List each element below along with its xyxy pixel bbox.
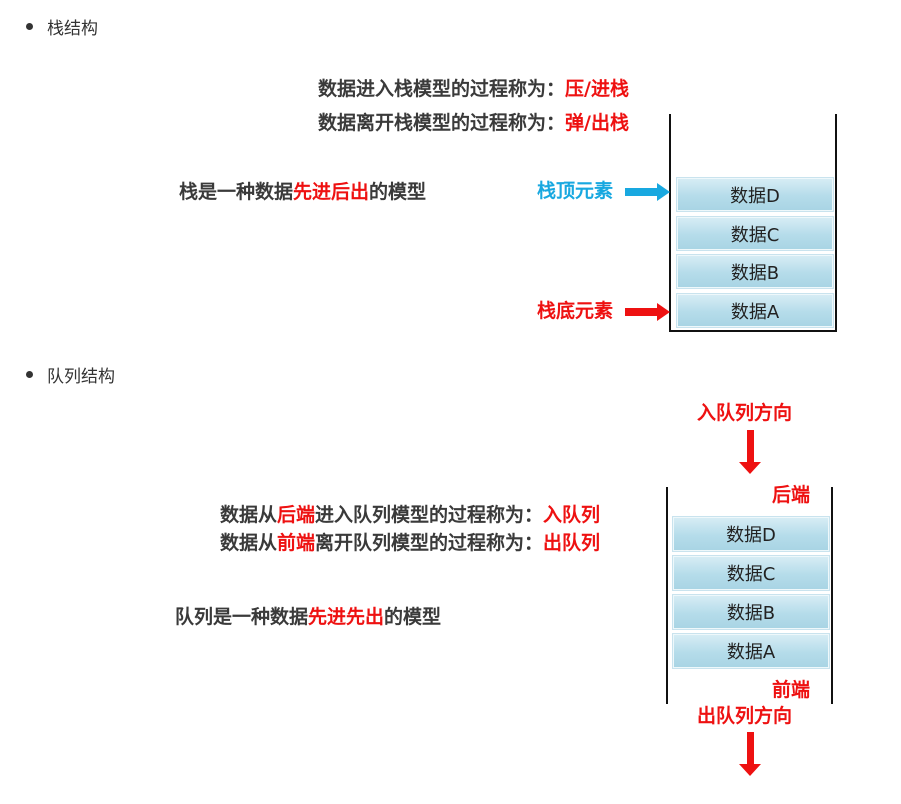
queue-heading: 队列结构 — [47, 367, 115, 387]
queue-rear-label: 后端 — [772, 484, 811, 506]
enqueue-arrow-icon — [739, 430, 761, 474]
queue-model-line: 队列是一种数据先进先出的模型 — [175, 608, 441, 627]
stack-top-arrow-icon — [625, 183, 670, 201]
dequeue-end-term: 前端 — [277, 532, 316, 554]
stack-model-term: 先进后出 — [293, 181, 370, 203]
dequeue-direction-label: 出队列方向 — [697, 705, 793, 727]
bullet-dot-icon — [26, 371, 33, 378]
stack-top-label: 栈顶元素 — [537, 180, 614, 202]
stack-right-wall — [835, 114, 837, 332]
stack-left-wall — [669, 114, 671, 332]
queue-item: 数据C — [672, 555, 830, 591]
stack-push-term: 压/进栈 — [565, 78, 629, 100]
enqueue-prefix: 数据从 — [220, 504, 278, 526]
dequeue-middle: 离开队列模型的过程称为： — [315, 532, 544, 554]
queue-left-wall — [666, 487, 668, 704]
queue-model-suffix: 的模型 — [384, 606, 442, 628]
stack-push-line: 数据进入栈模型的过程称为：压/进栈 — [318, 80, 629, 99]
stack-pop-line: 数据离开栈模型的过程称为：弹/出栈 — [318, 114, 629, 133]
queue-item: 数据B — [672, 594, 830, 630]
stack-item: 数据B — [676, 254, 834, 289]
enqueue-middle: 进入队列模型的过程称为： — [315, 504, 544, 526]
stack-pop-prefix: 数据离开栈模型的过程称为： — [318, 112, 566, 134]
queue-bullet-item: 队列结构 — [26, 362, 115, 387]
dequeue-line: 数据从前端离开队列模型的过程称为：出队列 — [220, 534, 600, 553]
stack-bullet-item: 栈结构 — [26, 14, 98, 39]
dequeue-term: 出队列 — [543, 532, 601, 554]
stack-model-prefix: 栈是一种数据 — [179, 181, 294, 203]
dequeue-arrow-icon — [739, 732, 761, 776]
stack-pop-term: 弹/出栈 — [565, 112, 629, 134]
bullet-dot-icon — [26, 23, 33, 30]
stack-bottom-arrow-icon — [625, 303, 670, 321]
stack-model-line: 栈是一种数据先进后出的模型 — [179, 183, 426, 202]
enqueue-end-term: 后端 — [277, 504, 316, 526]
stack-heading: 栈结构 — [47, 19, 98, 39]
queue-model-prefix: 队列是一种数据 — [175, 606, 309, 628]
queue-item: 数据A — [672, 633, 830, 669]
queue-front-label: 前端 — [772, 679, 811, 701]
stack-item: 数据D — [676, 177, 834, 212]
dequeue-prefix: 数据从 — [220, 532, 278, 554]
queue-item: 数据D — [672, 516, 830, 552]
queue-model-term: 先进先出 — [308, 606, 385, 628]
stack-model-suffix: 的模型 — [369, 181, 427, 203]
stack-push-prefix: 数据进入栈模型的过程称为： — [318, 78, 566, 100]
stack-bottom-wall — [669, 330, 837, 332]
queue-right-wall — [831, 487, 833, 704]
enqueue-term: 入队列 — [543, 504, 601, 526]
enqueue-line: 数据从后端进入队列模型的过程称为：入队列 — [220, 506, 600, 525]
stack-item: 数据A — [676, 293, 834, 328]
stack-item: 数据C — [676, 216, 834, 251]
enqueue-direction-label: 入队列方向 — [697, 402, 793, 424]
stack-bottom-label: 栈底元素 — [537, 300, 614, 322]
